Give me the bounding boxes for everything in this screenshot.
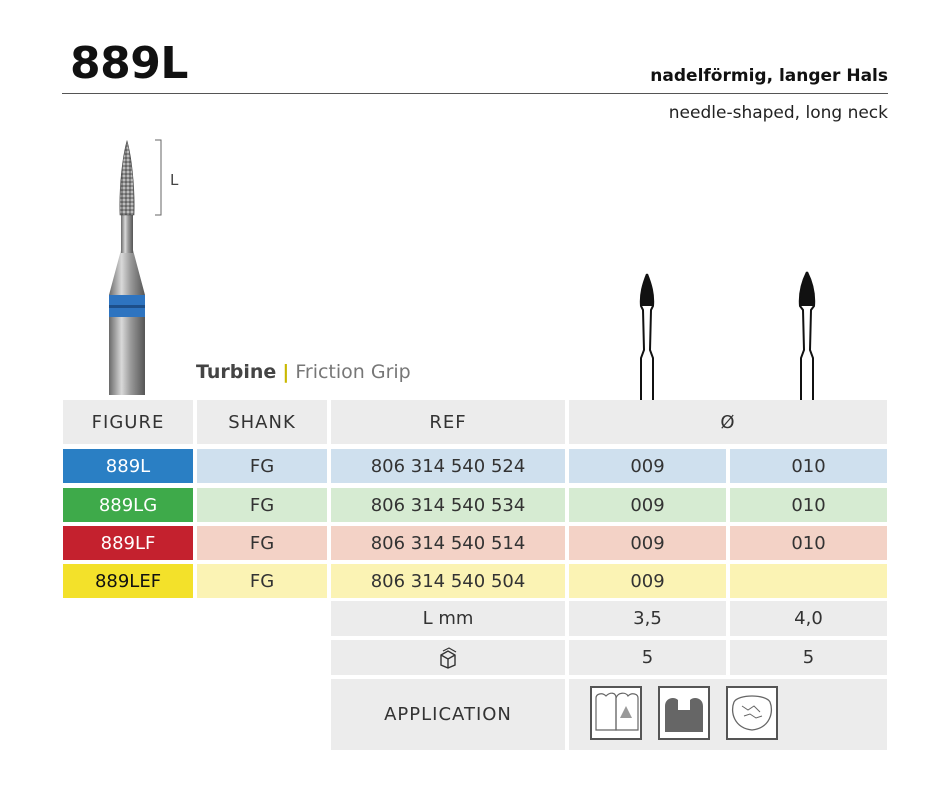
lmm-value-1: 3,5	[569, 601, 726, 636]
row-ref: 806 314 540 514	[331, 526, 565, 560]
row-diameter-2	[730, 564, 887, 598]
row-shank: FG	[197, 564, 327, 598]
row-ref: 806 314 540 524	[331, 449, 565, 483]
grip-type-bold: Turbine	[196, 361, 277, 383]
row-shank: FG	[197, 488, 327, 522]
row-diameter-2: 010	[730, 488, 887, 522]
title-divider	[62, 93, 888, 94]
package-value-1: 5	[569, 640, 726, 675]
row-shank: FG	[197, 526, 327, 560]
header-diameter: Ø	[569, 400, 887, 444]
row-figure: 889L	[63, 449, 193, 483]
row-shank: FG	[197, 449, 327, 483]
package-box-icon	[440, 646, 457, 669]
row-ref: 806 314 540 534	[331, 488, 565, 522]
row-diameter-1: 009	[569, 526, 726, 560]
package-label-cell	[331, 640, 565, 675]
subtitle-english: needle-shaped, long neck	[668, 103, 888, 123]
application-label: APPLICATION	[331, 679, 565, 750]
row-diameter-1: 009	[569, 488, 726, 522]
row-diameter-1: 009	[569, 564, 726, 598]
tooth-crown-icon	[590, 686, 642, 740]
row-ref: 806 314 540 504	[331, 564, 565, 598]
row-diameter-2: 010	[730, 526, 887, 560]
row-diameter-2: 010	[730, 449, 887, 483]
package-value-2: 5	[730, 640, 887, 675]
length-label: L	[170, 171, 179, 189]
row-figure: 889LF	[63, 526, 193, 560]
row-diameter-1: 009	[569, 449, 726, 483]
bur-illustration: L	[109, 139, 179, 395]
lmm-value-2: 4,0	[730, 601, 887, 636]
cavity-prep-icon	[658, 686, 710, 740]
needle-silhouette-small	[639, 273, 655, 400]
header-ref: REF	[331, 400, 565, 444]
header-shank: SHANK	[197, 400, 327, 444]
lmm-label: L mm	[331, 601, 565, 636]
occlusal-surface-icon	[726, 686, 778, 740]
product-title: 889L	[70, 38, 188, 89]
row-figure: 889LEF	[63, 564, 193, 598]
subtitle-german: nadelförmig, langer Hals	[650, 66, 888, 86]
grip-type-label: Turbine | Friction Grip	[196, 361, 411, 383]
needle-silhouette-large	[798, 271, 816, 400]
grip-type-light: Friction Grip	[295, 361, 411, 383]
header-figure: FIGURE	[63, 400, 193, 444]
row-figure: 889LG	[63, 488, 193, 522]
grip-separator: |	[282, 361, 290, 383]
